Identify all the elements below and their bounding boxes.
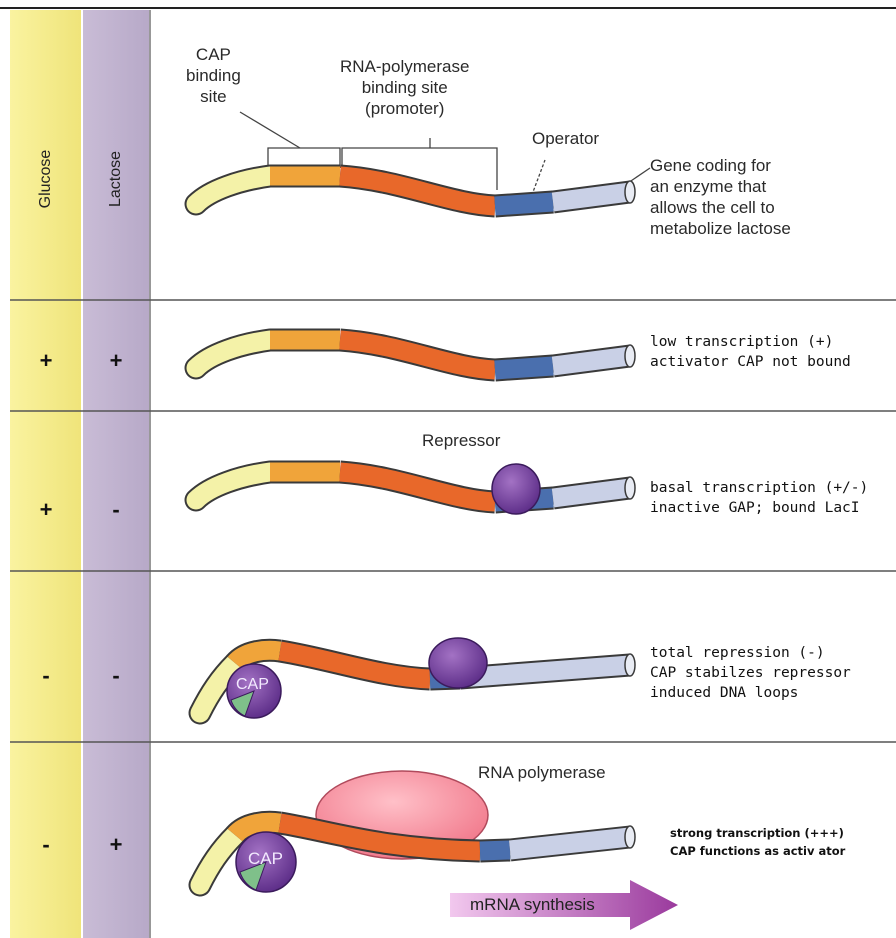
strand-header-gene — [553, 192, 630, 202]
mrna-synthesis-label: mRNA synthesis — [470, 894, 595, 915]
cap-protein-label-row4: CAP — [248, 848, 283, 869]
strand-row1-tail — [196, 340, 270, 368]
strand-row4-tail — [200, 835, 235, 885]
strand-header-operator — [495, 202, 553, 206]
repressor-protein-row2 — [492, 464, 540, 514]
strand-row4-operator — [480, 850, 510, 851]
row1-note: low transcription (+) activator CAP not … — [650, 332, 851, 372]
strand-row1-gene — [553, 356, 630, 366]
strand-row3-end — [625, 654, 635, 676]
rna-polymerase-label: RNA polymerase — [478, 762, 606, 783]
glucose-column-header: Glucose — [37, 139, 55, 219]
row2-glucose-sign: + — [26, 497, 66, 523]
row4-lactose-sign: + — [96, 832, 136, 858]
row3-lactose-sign: - — [96, 663, 136, 689]
operator-label: Operator — [532, 128, 599, 149]
row2-lactose-sign: - — [96, 497, 136, 523]
row4-glucose-sign: - — [26, 832, 66, 858]
strand-row4-gene — [510, 837, 630, 850]
promoter-label: RNA-polymerase binding site (promoter) — [340, 56, 469, 119]
lactose-column-header: Lactose — [107, 139, 125, 219]
repressor-label: Repressor — [422, 430, 500, 451]
cap-protein-label-row3: CAP — [236, 674, 269, 695]
gene-coding-label: Gene coding for an enzyme that allows th… — [650, 155, 791, 239]
strand-row1-end — [625, 345, 635, 367]
row1-glucose-sign: + — [26, 348, 66, 374]
row3-glucose-sign: - — [26, 663, 66, 689]
row2-note: basal transcription (+/-) inactive GAP; … — [650, 478, 868, 518]
repressor-protein-row3 — [429, 638, 487, 688]
strand-row1-operator — [495, 366, 553, 370]
strand-row2-end — [625, 477, 635, 499]
row1-lactose-sign: + — [96, 348, 136, 374]
row4-note: strong transcription (+++) CAP functions… — [670, 824, 845, 860]
strand-row2-gene — [553, 488, 630, 498]
row3-note: total repression (-) CAP stabilzes repre… — [650, 643, 851, 703]
strand-row2-tail — [196, 472, 270, 500]
strand-header-end — [625, 181, 635, 203]
strand-row4-end — [625, 826, 635, 848]
cap-binding-site-label: CAP binding site — [186, 44, 241, 107]
strand-header-tail — [196, 176, 270, 204]
